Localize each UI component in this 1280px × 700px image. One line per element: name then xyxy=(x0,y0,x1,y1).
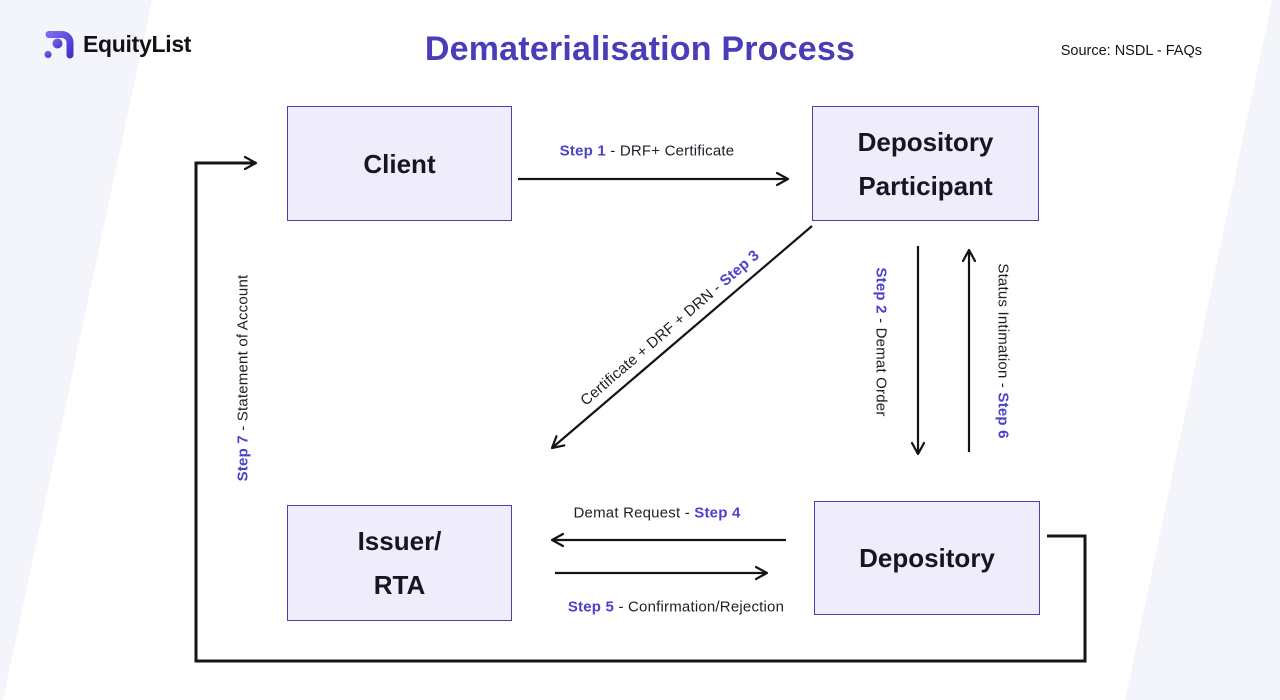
node-dp-line2: Participant xyxy=(858,170,993,201)
node-issuer-line1: Issuer/ xyxy=(357,526,442,556)
edge-label-step1: Step 1 - DRF+ Certificate xyxy=(560,143,735,160)
node-dp-line1: Depository xyxy=(857,126,994,157)
corner-band-bottom-right xyxy=(1125,0,1280,700)
arrow-step7-loop xyxy=(194,155,1087,663)
edge-label-step4: Demat Request - Step 4 xyxy=(574,505,741,522)
node-issuer-line2: RTA xyxy=(373,570,426,600)
step6-badge: Step 6 xyxy=(994,392,1012,439)
step5-badge: Step 5 xyxy=(567,598,615,616)
node-issuer-rta: Issuer/ RTA xyxy=(287,505,512,621)
logo-text: EquityList xyxy=(83,31,192,57)
corner-band-top-left xyxy=(0,0,152,700)
step5-text: - Confirmation/Rejection xyxy=(614,598,785,616)
node-depository-participant: Depository Participant xyxy=(812,106,1039,221)
node-depository: Depository xyxy=(814,501,1040,615)
equitylist-logo-icon xyxy=(44,31,74,59)
step4-text: Demat Request - xyxy=(573,504,695,522)
page-title: Dematerialisation Process xyxy=(424,30,856,68)
step7-badge: Step 7 xyxy=(234,435,252,482)
equitylist-logo: EquityList xyxy=(42,29,191,60)
edge-label-step6: Status Intimation - Step 6 xyxy=(995,263,1012,438)
edge-label-step5: Step 5 - Confirmation/Rejection xyxy=(568,599,784,616)
edge-label-step2: Step 2 - Demat Order xyxy=(873,267,890,416)
step1-text: - DRF+ Certificate xyxy=(605,142,735,160)
step7-text: - Statement of Account xyxy=(234,274,252,436)
step1-badge: Step 1 xyxy=(559,142,606,160)
node-depository-label: Depository xyxy=(859,543,995,573)
edge-label-step7: Step 7 - Statement of Account xyxy=(235,275,252,482)
source-note: Source: NSDL - FAQs xyxy=(1060,43,1202,59)
arrow-step3 xyxy=(550,225,813,450)
step6-text: Status Intimation - xyxy=(994,263,1012,393)
step2-text: - Demat Order xyxy=(872,313,890,417)
step2-badge: Step 2 xyxy=(872,267,890,314)
node-client: Client xyxy=(287,106,512,221)
step4-badge: Step 4 xyxy=(694,504,741,522)
node-client-label: Client xyxy=(363,148,436,179)
